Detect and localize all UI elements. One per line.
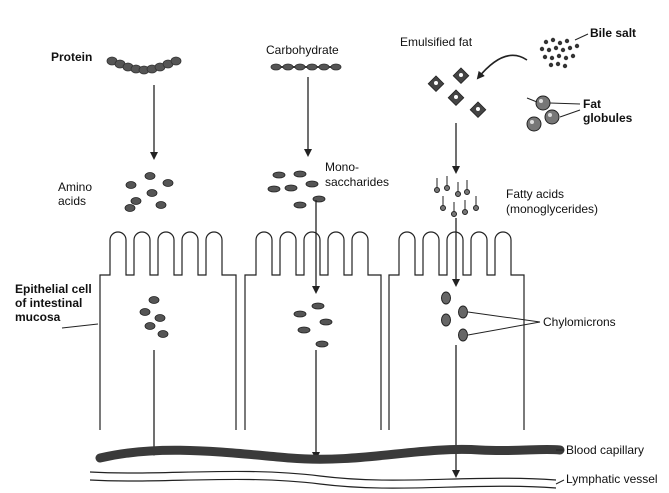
- label-carbohydrate: Carbohydrate: [266, 43, 339, 57]
- label-mono-2: saccharides: [325, 175, 389, 189]
- fat-globule-tail: [527, 98, 537, 102]
- label-epithelial-3: mucosa: [15, 310, 60, 324]
- fat-globules: [527, 96, 559, 131]
- emulsified-fat-droplets: [428, 68, 486, 118]
- label-fatty-acids-2: (monoglycerides): [506, 202, 598, 216]
- carbohydrate-chain: [271, 64, 341, 70]
- label-blood-capillary: Blood capillary: [566, 443, 644, 457]
- label-epithelial-2: of intestinal: [15, 296, 82, 310]
- epithelial-leader: [62, 324, 98, 328]
- chylomicrons-leaders: [468, 312, 540, 335]
- cell-2-monosaccharides: [294, 303, 332, 347]
- bile-salt-arrow: [478, 55, 527, 78]
- bile-salt-leader: [575, 34, 588, 40]
- blood-capillary: [100, 449, 560, 459]
- cell-2-outline: [245, 232, 381, 430]
- label-mono-1: Mono-: [325, 160, 359, 174]
- label-chylomicrons: Chylomicrons: [543, 315, 616, 329]
- fatty-acid-molecules: [435, 176, 479, 217]
- label-amino-2: acids: [58, 194, 86, 208]
- label-protein: Protein: [51, 50, 92, 64]
- protein-chain: [107, 57, 181, 74]
- label-fat-globules-2: globules: [583, 111, 632, 125]
- cell-1-outline: [100, 232, 236, 430]
- label-epithelial-1: Epithelial cell: [15, 282, 92, 296]
- lymphatic-vessel-top: [90, 471, 556, 480]
- amino-acid-particles: [125, 173, 173, 212]
- fat-globules-leader-2: [560, 110, 580, 117]
- label-amino-1: Amino: [58, 180, 92, 194]
- label-lymphatic-vessel: Lymphatic vessel: [566, 472, 658, 486]
- cell-3-chylomicrons: [442, 292, 468, 341]
- bile-salt-cluster: [540, 38, 579, 68]
- label-bile-salt: Bile salt: [590, 26, 636, 40]
- lymphatic-leader: [556, 480, 564, 484]
- lymphatic-vessel-bottom: [90, 479, 556, 488]
- label-fat-globules-1: Fat: [583, 97, 601, 111]
- label-emulsified-fat: Emulsified fat: [400, 35, 472, 49]
- label-fatty-acids-1: Fatty acids: [506, 187, 564, 201]
- fat-globules-leader-1: [550, 103, 580, 104]
- cell-1-amino-acids: [140, 297, 168, 338]
